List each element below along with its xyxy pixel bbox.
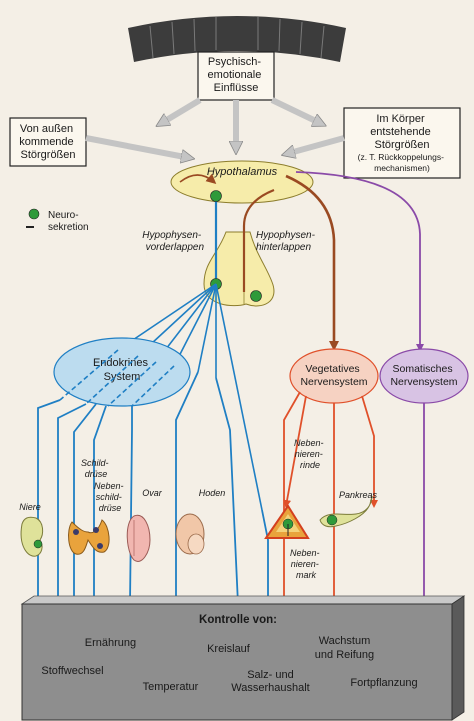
control-box-side <box>451 595 465 721</box>
svg-text:Vegetatives Nervensystem: Vegetatives Nervensystem <box>300 363 367 388</box>
control-item-temperatur: Temperatur <box>143 681 199 693</box>
hvl-label-2: vorderlappen <box>146 242 205 253</box>
parathyroid-label-3: drüse <box>99 503 122 513</box>
neurosecretion-dot-3 <box>250 290 262 302</box>
adrenal-medulla-label-3: mark <box>296 570 316 580</box>
thyroid-label-1: Schild- <box>81 458 109 468</box>
svg-text:Somatisches Nervensystem: Somatisches Nervensystem <box>390 363 457 388</box>
hhl-label-1: Hypophysen- <box>256 230 316 241</box>
hvl-label-1: Hypophysen- <box>142 230 202 241</box>
neurosecretion-label-1: Neuro- <box>48 210 79 221</box>
external-line-3: Störgrößen <box>20 149 75 161</box>
control-box-top <box>20 595 466 605</box>
adrenal-cortex-label-3: rinde <box>300 460 320 470</box>
ovary-label: Ovar <box>142 488 163 498</box>
adrenal-medulla-label-1: Neben- <box>290 548 320 558</box>
internal-line-2: entstehende <box>370 126 431 138</box>
svg-text:Psychisch- emotionale: Psychisch- emotionale Einflüsse <box>208 56 265 94</box>
svg-text:Hypophysen- hinterlappen: Hypophysen- hinterlappen <box>256 230 318 253</box>
ovary-organ <box>126 514 151 562</box>
psychic-line-1: Psychisch- <box>208 56 262 68</box>
kidney-organ <box>20 516 44 557</box>
hhl-label-2: hinterlappen <box>256 242 311 253</box>
internal-line-1: Im Körper <box>376 113 425 125</box>
svg-text:Neben- schild- drüse: Neben- schild- drüse <box>94 481 126 513</box>
adrenal-organ <box>264 504 310 539</box>
somatic-label-2: Nervensystem <box>390 376 457 388</box>
neurosecretion-label-2: sekretion <box>48 222 89 233</box>
neurosecretion-dot-1 <box>210 190 222 202</box>
input-arrows <box>85 97 345 158</box>
svg-text:(z. T. Rückkoppelungs- mec: (z. T. Rückkoppelungs- mechanismen) <box>358 152 447 173</box>
control-item-reifung: und Reifung <box>315 649 374 661</box>
thyroid-label-2: drüse <box>85 469 108 479</box>
control-item-wachstum: Wachstum <box>319 635 371 647</box>
adrenal-cortex-label-2: nieren- <box>295 449 323 459</box>
svg-text:Neben- nieren- rinde: Neben- nieren- rinde <box>294 438 326 470</box>
testis-label: Hoden <box>199 488 226 498</box>
svg-text:Ernährung Kreislauf Wa: Ernährung Kreislauf Wachstum und Reifung… <box>41 635 417 694</box>
control-item-ernaehrung: Ernährung <box>85 637 136 649</box>
hypophysis-shape <box>203 231 275 307</box>
control-box <box>21 603 453 721</box>
control-item-stoffwechsel: Stoffwechsel <box>41 665 103 677</box>
neurosecretion-legend-dot <box>28 208 40 220</box>
control-item-salz: Salz- und <box>247 669 293 681</box>
internal-disturbance-box <box>343 107 461 179</box>
pancreas-label: Pankreas <box>339 490 378 500</box>
svg-text:Hypophysen- vorderlappen: Hypophysen- vorderlappen <box>142 230 204 253</box>
adrenal-cortex-label-1: Neben- <box>294 438 324 448</box>
psychic-line-3: Einflüsse <box>214 82 259 94</box>
control-item-kreislauf: Kreislauf <box>207 643 251 655</box>
kidney-label: Niere <box>19 502 41 512</box>
internal-line-3: Störgrößen <box>374 139 429 151</box>
endocrine-label-1: Endokrines <box>93 357 149 369</box>
cortex-arc <box>128 16 346 62</box>
internal-note-1: (z. T. Rückkoppelungs- <box>358 152 444 162</box>
external-line-1: Von außen <box>20 123 73 135</box>
endocrine-system-ellipse <box>53 337 191 407</box>
control-item-wasser: Wasserhaushalt <box>231 682 309 694</box>
svg-text:Neuro- sekretion: Neuro- sekretion <box>48 210 89 233</box>
svg-text:Schild- drüse: Schild- drüse <box>81 458 111 479</box>
svg-text:Von außen kommende Stö: Von außen kommende Störgrößen <box>19 123 76 161</box>
svg-text:Neben- nieren- mark: Neben- nieren- mark <box>290 548 322 580</box>
thyroid-organ <box>68 519 110 555</box>
external-line-2: kommende <box>19 136 73 148</box>
psychic-line-2: emotionale <box>208 69 262 81</box>
vegetative-label-1: Vegetatives <box>305 363 359 375</box>
hypothalamus-ellipse <box>170 160 314 204</box>
parathyroid-label-2: schild- <box>96 492 122 502</box>
hypothalamus-label: Hypothalamus <box>207 166 278 178</box>
control-title: Kontrolle von: <box>199 614 277 626</box>
svg-text:Im Körper entstehende: Im Körper entstehende Störgrößen <box>370 113 434 151</box>
parathyroid-label-1: Neben- <box>94 481 124 491</box>
internal-note-2: mechanismen) <box>374 163 430 173</box>
somatic-label-1: Somatisches <box>392 363 452 375</box>
vegetative-label-2: Nervensystem <box>300 376 367 388</box>
control-item-fortpflanzung: Fortpflanzung <box>350 677 417 689</box>
adrenal-medulla-label-2: nieren- <box>291 559 319 569</box>
external-disturbance-box <box>9 117 87 167</box>
testis-organ <box>175 513 205 555</box>
pancreas-organ <box>319 495 373 528</box>
